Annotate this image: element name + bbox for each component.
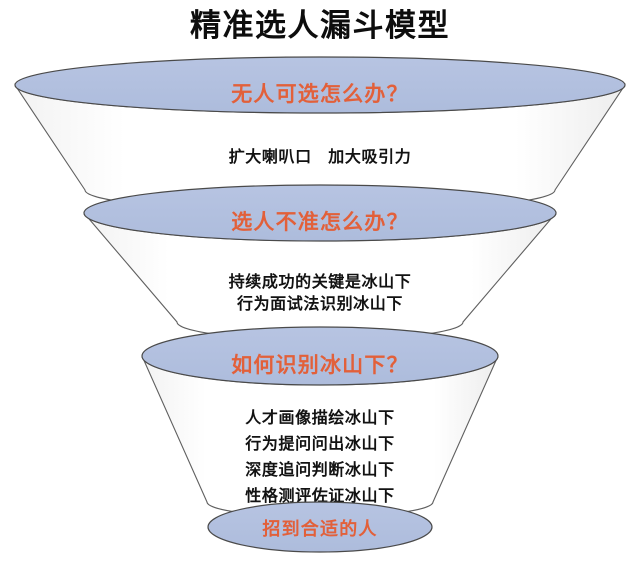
outcome-label: 招到合适的人 [262,518,377,540]
funnel-stage-1[interactable]: 无人可选怎么办？ 扩大喇叭口 加大吸引力 [14,56,626,213]
stage-3-body-line-3: 深度追问判断冰山下 [245,460,394,479]
stage-1-body-line-1: 扩大喇叭口 加大吸引力 [229,147,412,166]
page-title: 精准选人漏斗模型 [190,8,450,44]
stage-3-heading: 如何识别冰山下？ [231,352,409,377]
outcome-ellipse [207,501,433,553]
stage-2-ellipse [83,184,557,242]
stage-1-heading: 无人可选怎么办？ [231,81,409,106]
stage-3-body-line-1: 人才画像描绘冰山下 [245,408,394,427]
funnel-stage-3[interactable]: 如何识别冰山下？ 人才画像描绘冰山下 行为提问问出冰山下 深度追问判断冰山下 性… [141,326,499,518]
stage-2-heading: 选人不准怎么办？ [231,209,409,234]
stage-3-ellipse [141,326,499,386]
funnel-stage-2[interactable]: 选人不准怎么办？ 持续成功的关键是冰山下 行为面试法识别冰山下 [83,184,557,341]
stage-2-body-line-1: 持续成功的关键是冰山下 [229,272,412,291]
stage-1-ellipse [14,56,626,114]
funnel-outcome[interactable]: 招到合适的人 [207,501,433,553]
stage-3-body-line-2: 行为提问问出冰山下 [244,434,394,453]
stage-3-body-line-4: 性格测评佐证冰山下 [245,486,394,505]
stage-2-body-line-2: 行为面试法识别冰山下 [236,294,403,313]
